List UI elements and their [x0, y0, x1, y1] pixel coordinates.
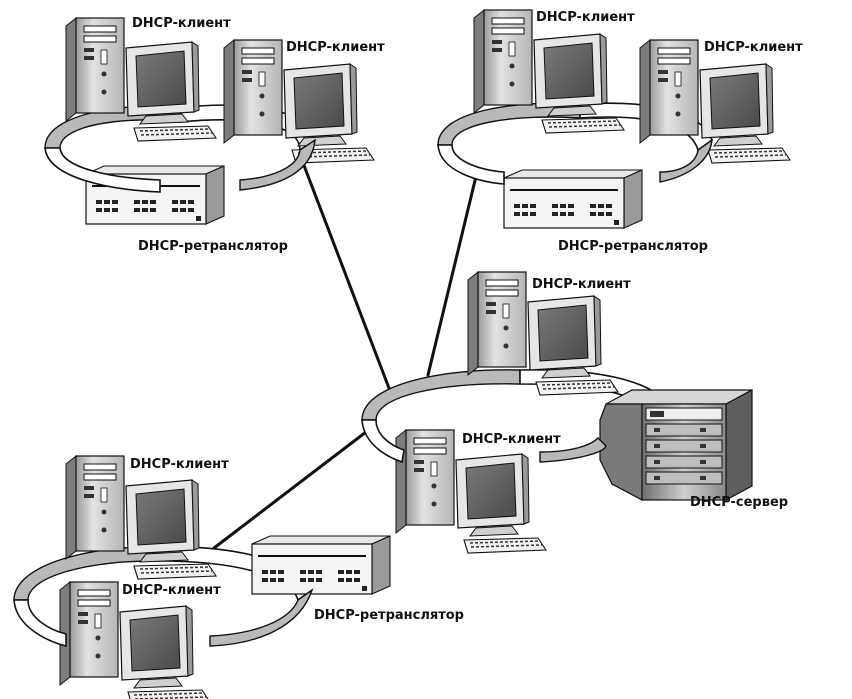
network-links [212, 153, 480, 550]
label-client-top-left-1: DHCP-клиент [132, 16, 231, 31]
link-bottom-left-to-center [212, 430, 368, 550]
dhcp-server [599, 388, 753, 502]
link-top-left-to-center [298, 153, 394, 398]
workstation-center-2 [395, 429, 547, 554]
label-client-center-1: DHCP-клиент [532, 277, 631, 292]
workstation-top-right-2 [639, 39, 791, 164]
label-client-top-right-2: DHCP-клиент [704, 40, 803, 55]
link-top-right-to-center [426, 166, 480, 377]
label-client-center-2: DHCP-клиент [462, 432, 561, 447]
relay-bottom-left [251, 535, 391, 595]
label-client-top-left-2: DHCP-клиент [286, 40, 385, 55]
ring-center-front [361, 419, 607, 464]
workstation-top-left-2 [223, 39, 375, 164]
label-client-bottom-left-1: DHCP-клиент [130, 457, 229, 472]
label-relay-top-right: DHCP-ретранслятор [558, 239, 708, 254]
label-relay-bottom-left: DHCP-ретранслятор [314, 608, 464, 623]
ring-bottom-left-front [13, 588, 314, 648]
workstation-bottom-left-2 [59, 581, 211, 699]
relay-top-right [503, 169, 643, 229]
label-server: DHCP-сервер [690, 495, 788, 510]
label-relay-top-left: DHCP-ретранслятор [138, 239, 288, 254]
ring-top-left-front [44, 138, 316, 193]
label-client-bottom-left-2: DHCP-клиент [122, 583, 221, 598]
ring-top-right-front [437, 138, 713, 185]
label-client-top-right-1: DHCP-клиент [536, 10, 635, 25]
